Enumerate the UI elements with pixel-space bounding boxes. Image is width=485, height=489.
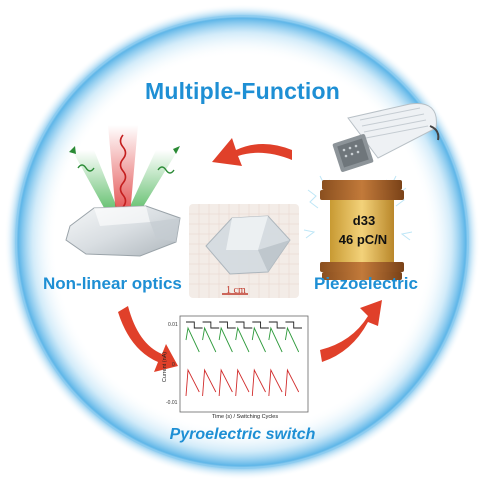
pyroelectric-label: Pyroelectric switch [169, 426, 316, 443]
piezoelectric-label: Piezoelectric [314, 274, 418, 293]
chart-line-square [186, 321, 302, 329]
nonlinear-optics-label: Non-linear optics [43, 274, 182, 293]
y-tick-label: -0.01 [166, 400, 178, 406]
piezo-meter-icon [303, 175, 413, 280]
y-axis-label: Current (nA) [162, 351, 169, 383]
cycle-arrow-icon [320, 300, 382, 362]
x-axis-label: Time (s) / Switching Cycles [212, 414, 279, 420]
chart-series-black [186, 321, 302, 329]
crystal-photo [189, 204, 299, 298]
cycle-arrow-icon [118, 306, 178, 372]
probe-icon [332, 103, 440, 172]
chart-series-green [185, 326, 300, 353]
y-tick-label: 0 [172, 362, 175, 368]
coefficient-symbol: d33 [352, 213, 376, 228]
y-tick-label: 0.01 [168, 322, 178, 328]
coefficient-value: 46 pC/N [338, 232, 388, 247]
crystal-icon [65, 205, 181, 257]
scale-bar-label: 1 cm [226, 285, 246, 296]
laser-beam-icon [69, 125, 180, 215]
ring-edge [15, 15, 469, 469]
chart-line-red [185, 368, 300, 397]
chart-series-red [185, 368, 300, 397]
page-title: Multiple-Function [144, 78, 341, 104]
cycle-arrow-icon [212, 138, 292, 166]
chart-line-green [185, 326, 300, 353]
pyro-chart [179, 315, 309, 413]
